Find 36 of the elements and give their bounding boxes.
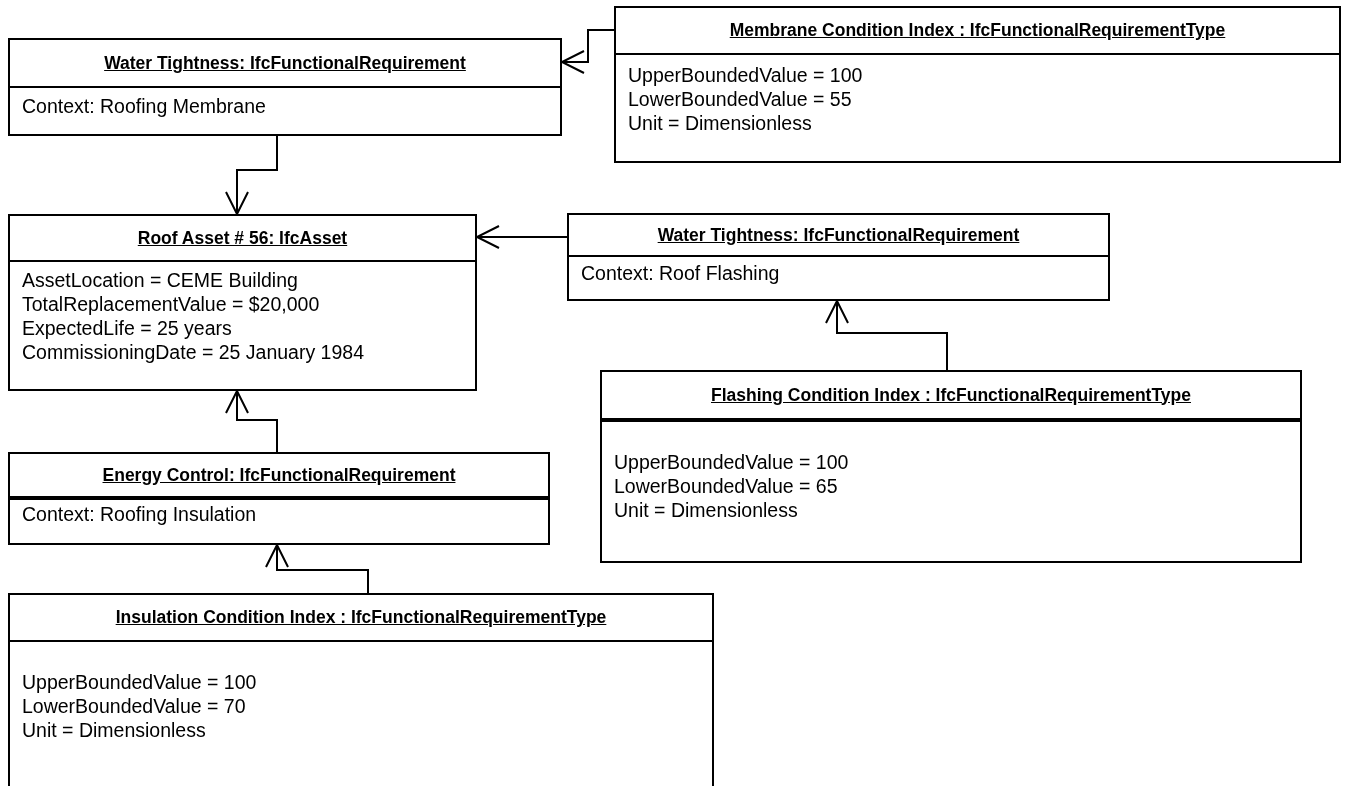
object-box — [8, 38, 562, 136]
attribute-text: CommissioningDate = 25 January 1984 — [22, 340, 364, 364]
association-arrow — [825, 300, 948, 371]
object-name: Energy Control: IfcFunctionalRequirement — [102, 464, 456, 486]
attribute-text: TotalReplacementValue = $20,000 — [22, 292, 320, 316]
association-arrow — [265, 544, 369, 594]
attribute-text: UpperBoundedValue = 100 — [628, 63, 863, 87]
attribute-text: ExpectedLife = 25 years — [22, 316, 232, 340]
object-name: Water Tightness: IfcFunctionalRequirement — [104, 52, 466, 74]
object-box — [8, 214, 477, 391]
object-box — [614, 6, 1341, 163]
attribute-text: Unit = Dimensionless — [22, 718, 206, 742]
attribute-text: Context: Roof Flashing — [581, 261, 780, 285]
association-arrow — [225, 135, 278, 215]
attribute-text: LowerBoundedValue = 55 — [628, 87, 852, 111]
attribute-text: Context: Roofing Membrane — [22, 94, 266, 118]
attribute-text: LowerBoundedValue = 70 — [22, 694, 246, 718]
object-box — [600, 370, 1302, 563]
association-arrow — [225, 390, 278, 453]
attribute-text: Unit = Dimensionless — [614, 498, 798, 522]
object-name: Roof Asset # 56: IfcAsset — [137, 227, 348, 249]
object-name: Flashing Condition Index : IfcFunctionalRequirementType — [711, 384, 1191, 406]
object-box — [567, 213, 1110, 301]
object-box — [8, 452, 550, 545]
attribute-text: UpperBoundedValue = 100 — [22, 670, 257, 694]
attribute-text: Context: Roofing Insulation — [22, 502, 257, 526]
object-box — [8, 593, 714, 786]
association-arrow — [561, 29, 615, 74]
object-name: Insulation Condition Index : IfcFunctionalRequirementType — [115, 607, 607, 628]
association-arrow — [476, 225, 568, 249]
object-name: Membrane Condition Index : IfcFunctionalRequirementType — [729, 20, 1226, 41]
object-name: Water Tightness: IfcFunctionalRequirement — [657, 224, 1020, 246]
attribute-text: Unit = Dimensionless — [628, 111, 812, 135]
attribute-text: LowerBoundedValue = 65 — [614, 474, 838, 498]
attribute-text: UpperBoundedValue = 100 — [614, 450, 849, 474]
attribute-text: AssetLocation = CEME Building — [22, 268, 298, 292]
